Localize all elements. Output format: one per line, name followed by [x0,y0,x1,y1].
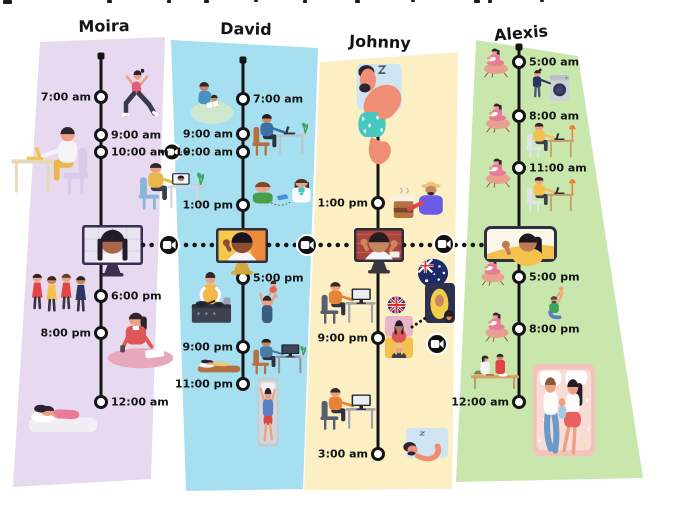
time-marker [371,331,385,345]
david-video-meeting-tablet [138,162,204,210]
time-marker [512,109,526,123]
johnny-sleeping-in [356,64,402,165]
alexis-feeding-baby-5 [485,312,509,342]
video-camera-icon [433,233,455,255]
time-marker [512,161,526,175]
johnny-coffee [391,181,443,218]
alexis-feeding-baby-1 [484,48,508,78]
video-camera-icon [158,234,180,256]
johnny-sleep [403,428,448,462]
alexis-desk-work-2 [526,176,576,213]
call-card-hijab [425,283,455,323]
time-marker [94,128,108,142]
time-marker [94,395,108,409]
david-kid-asleep [197,359,241,373]
time-marker [236,198,250,212]
alexis-video-call-device [484,226,557,266]
time-marker [512,270,526,284]
video-camera-icon [162,142,182,162]
alexis-feeding-baby-3 [486,158,510,188]
johnny-desk-work [320,282,376,324]
david-kid-doctor-call [252,179,311,206]
alexis-family-sleep [532,363,596,457]
time-marker [512,55,526,69]
team-video-call-row [140,142,486,355]
top-cropped-text-marks [3,0,544,4]
video-camera-icon [296,234,318,256]
moira-desk-work [11,127,89,195]
time-marker [236,377,250,391]
johnny-video-call-device [354,228,404,274]
timeline-moira [94,52,108,409]
timeline-alexis [512,43,526,409]
time-marker [236,340,250,354]
moira-journaling [107,312,174,369]
time-marker [236,127,250,141]
time-marker [236,92,250,106]
time-marker [94,145,108,159]
alexis-desk-work-1 [526,122,576,159]
time-marker [94,326,108,340]
david-cooking [191,271,232,323]
david-desk-work [252,114,308,156]
call-card-participants [385,316,413,358]
david-late-work [252,338,306,375]
moira-evening-friends [31,273,87,312]
moira-video-call-device [82,225,143,277]
alexis-laundry [532,68,570,101]
moira-morning-workout [122,68,158,117]
alexis-midnight-snack [471,353,519,390]
timeline-david [236,56,250,391]
time-marker [94,90,108,104]
moira-sleep [28,404,98,433]
video-camera-icon [426,333,448,355]
time-marker [512,322,526,336]
time-marker [512,395,526,409]
david-playing-with-kid [259,280,278,324]
time-marker [371,196,385,210]
alexis-feeding-baby-2 [486,103,510,133]
time-marker [94,289,108,303]
david-reading-with-kid [190,82,234,124]
david-video-call-device [216,228,268,275]
david-sleep [257,377,279,447]
time-marker [236,145,250,159]
johnny-late-work [320,388,376,430]
alexis-partner-with-baby [548,286,564,320]
time-marker [371,447,385,461]
